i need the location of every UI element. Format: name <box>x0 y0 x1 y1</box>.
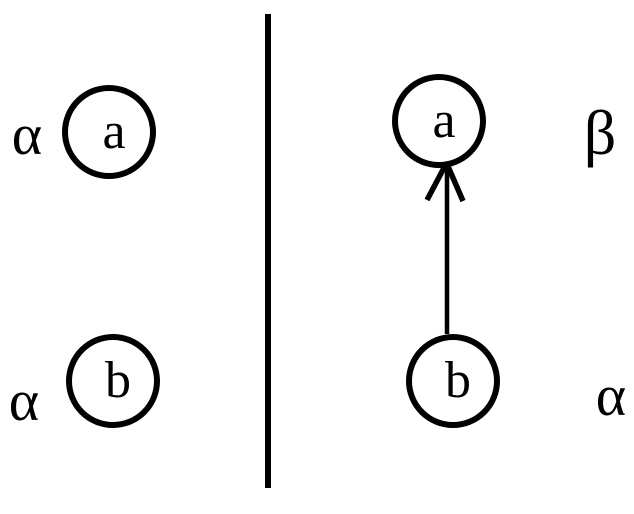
node-circle-right-a: a <box>392 74 486 168</box>
node-circle-right-b: b <box>406 334 500 428</box>
annotation-alpha-left-top: α <box>11 102 43 167</box>
node-circle-left-a: a <box>62 85 156 179</box>
node-label-left-a: a <box>102 103 126 160</box>
arrowhead-left-barb <box>424 162 449 202</box>
node-label-right-b: b <box>445 352 471 409</box>
divider-line <box>265 14 271 488</box>
node-label-left-b: b <box>105 352 131 409</box>
arrowhead-right-barb <box>444 162 466 203</box>
annotation-beta-right-top: β <box>583 97 617 168</box>
annotation-alpha-right-bottom: α <box>595 363 627 428</box>
node-circle-left-b: b <box>66 334 160 428</box>
node-label-right-a: a <box>432 92 456 149</box>
annotation-alpha-left-bottom: α <box>8 368 40 433</box>
